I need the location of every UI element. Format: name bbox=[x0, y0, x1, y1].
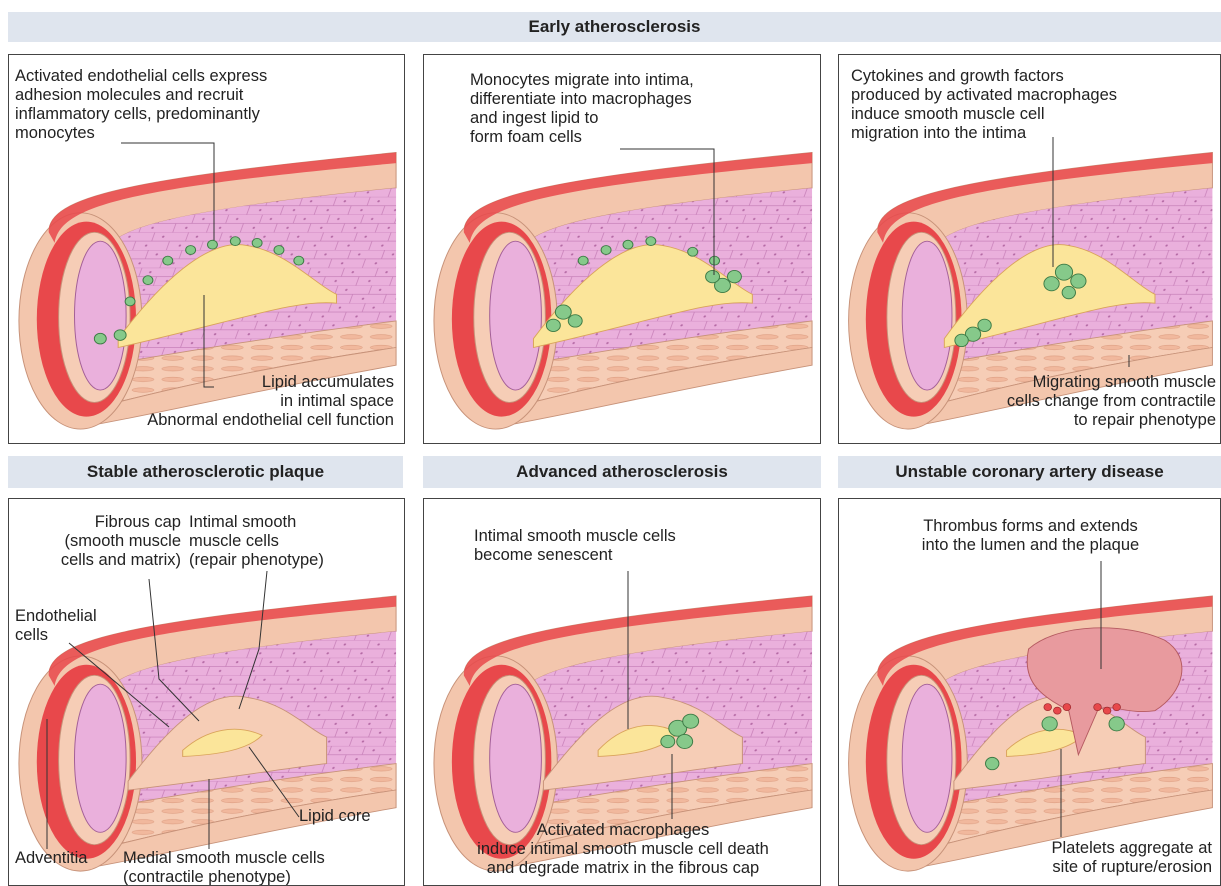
label-endothelial-cells: Endothelial cells bbox=[15, 607, 97, 645]
panel-endothelial-activation: Activated endothelial cells express adhe… bbox=[8, 54, 405, 444]
header-unstable-cad: Unstable coronary artery disease bbox=[838, 456, 1221, 488]
label-senescent: Intimal smooth muscle cells become senes… bbox=[474, 527, 676, 565]
panel-stable-plaque: Fibrous cap (smooth muscle cells and mat… bbox=[8, 498, 405, 886]
panel-advanced: Intimal smooth muscle cells become senes… bbox=[423, 498, 821, 886]
label-endothelial-activation: Activated endothelial cells express adhe… bbox=[15, 67, 267, 143]
label-migrating-smc: Migrating smooth muscle cells change fro… bbox=[1007, 373, 1216, 430]
label-cytokines: Cytokines and growth factors produced by… bbox=[851, 67, 1117, 143]
panel-smc-migration: Cytokines and growth factors produced by… bbox=[838, 54, 1221, 444]
label-lipid-core: Lipid core bbox=[299, 807, 371, 826]
panel-unstable: Thrombus forms and extends into the lume… bbox=[838, 498, 1221, 886]
label-adventitia: Adventitia bbox=[15, 849, 87, 868]
label-monocytes-migrate: Monocytes migrate into intima, different… bbox=[470, 71, 694, 147]
label-activated-macrophages: Activated macrophages induce intimal smo… bbox=[424, 821, 821, 878]
label-medial-smc: Medial smooth muscle cells (contractile … bbox=[123, 849, 325, 886]
label-thrombus: Thrombus forms and extends into the lume… bbox=[839, 517, 1221, 555]
header-advanced-atherosclerosis: Advanced atherosclerosis bbox=[423, 456, 821, 488]
header-early-atherosclerosis: Early atherosclerosis bbox=[8, 12, 1221, 42]
label-platelets: Platelets aggregate at site of rupture/e… bbox=[1051, 839, 1212, 877]
label-intimal-smc: Intimal smooth muscle cells (repair phen… bbox=[189, 513, 324, 570]
label-fibrous-cap: Fibrous cap (smooth muscle cells and mat… bbox=[19, 513, 181, 570]
artery-illustration bbox=[839, 499, 1221, 886]
header-stable-plaque: Stable atherosclerotic plaque bbox=[8, 456, 403, 488]
panel-foam-cells: Monocytes migrate into intima, different… bbox=[423, 54, 821, 444]
label-abnormal-endothelial: Abnormal endothelial cell function bbox=[147, 411, 394, 430]
label-lipid-accumulates: Lipid accumulates in intimal space bbox=[262, 373, 394, 411]
